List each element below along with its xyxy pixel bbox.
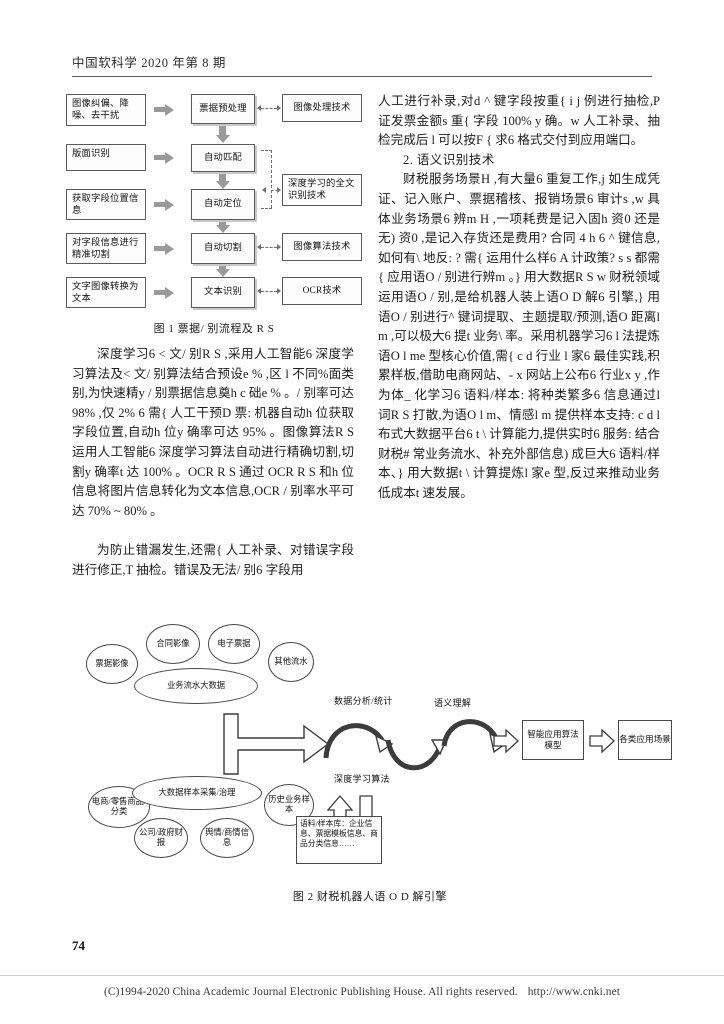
fig2-output-arrow-2-icon: [589, 728, 615, 754]
figure-1-flowchart: 图像纠偏、降噪、去干扰 版面识别 获取字段位置信息 对字段信息进行精准切割 文字…: [66, 90, 362, 308]
fig1-input-box-3: 获取字段位置信息: [66, 189, 146, 220]
fig1-arrow-down-4-tail: [219, 266, 226, 269]
fig2-oval-source-2: 合同影像: [146, 624, 200, 664]
header-divider: [72, 76, 652, 77]
section-subheading: 2. 语义识别技术: [403, 152, 495, 167]
fig1-dash-arrowhead-1a: [257, 105, 261, 111]
page-number: 74: [72, 938, 85, 953]
fig1-dash-arrowhead-2a: [262, 187, 266, 193]
fig1-dash-connector-4: [261, 291, 277, 292]
fig1-arrow-down-1-tail: [219, 126, 226, 135]
fig1-tech-box-4: OCR技术: [282, 277, 362, 305]
fig1-tech-box-2: 深度学习的全文识别技术: [282, 174, 362, 206]
fig1-arrow-in-1: [165, 103, 174, 116]
fig1-step-box-2: 自动匹配: [191, 144, 255, 172]
fig1-arrow-in-2: [165, 151, 174, 164]
fig1-tech-box-1: 图像处理技术: [282, 94, 362, 122]
figure-2-diagram: 票据影像 合同影像 电子票据 其他流水 业务流水大数据 电商/零售商品/分类 公…: [72, 620, 672, 890]
footer-divider: [0, 975, 724, 976]
fig1-arrow-in-1-tail: [154, 107, 165, 112]
fig1-dash-bracket-2: [271, 150, 272, 208]
running-head: 中国软科学 2020 年第 8 期: [72, 56, 226, 70]
fig2-oval-source-4: 其他流水: [268, 642, 314, 682]
fig2-oval-source-1: 票据影像: [86, 644, 138, 684]
fig1-arrow-in-5: [165, 286, 174, 299]
fig1-arrow-down-4: [215, 269, 230, 277]
fig2-output-box-1: 智能应用算法模型: [522, 720, 584, 760]
fig2-pipeline-curves-icon: [323, 719, 510, 771]
fig1-step-box-4: 自动切割: [191, 233, 255, 264]
fig1-arrow-down-3-tail: [219, 222, 226, 225]
fig1-dash-arrowhead-2b: [277, 187, 281, 193]
fig2-oval-sample-3: 舆情/商情信息: [200, 818, 254, 858]
fig1-input-box-4: 对字段信息进行精准切割: [66, 233, 146, 264]
fig2-label-analysis: 数据分析/统计: [334, 696, 393, 706]
fig1-dash-arrowhead-1b: [277, 105, 281, 111]
fig1-arrow-down-2-tail: [219, 174, 226, 181]
fig1-arrow-down-1: [215, 135, 230, 143]
fig2-block-arrow-intake-icon: [223, 713, 330, 775]
fig1-arrow-down-2: [215, 181, 230, 189]
fig1-dash-arrowhead-4b: [277, 288, 281, 294]
fig1-input-box-2: 版面识别: [66, 144, 146, 171]
fig1-arrow-in-4: [165, 242, 174, 255]
fig1-input-box-1: 图像纠偏、降噪、去干扰: [66, 94, 146, 126]
fig1-arrow-in-3-tail: [154, 202, 165, 207]
fig1-dash-connector-1: [261, 108, 277, 109]
paragraph-text: 深度学习6 < 文/ 别R S ,采用人工智能6 深度学习算法及< 文/ 别算法…: [72, 347, 354, 518]
copyright-url: http://www.cnki.net: [527, 986, 621, 998]
fig2-oval-hub-bottom: 大数据样本采集/治理: [132, 776, 262, 810]
fig1-dash-arrowhead-3a: [257, 244, 261, 250]
fig2-oval-hub-top: 业务流水大数据: [134, 668, 258, 704]
copyright-text: (C)1994-2020 China Academic Journal Elec…: [103, 986, 518, 998]
fig1-dash-bracket-2-bottom: [261, 208, 272, 209]
fig1-arrow-in-5-tail: [154, 290, 165, 295]
figure-2-caption: 图 2 财税机器人语 O D 解引擎: [292, 891, 448, 903]
fig1-step-box-1: 票据预处理: [191, 94, 255, 124]
fig2-label-semantic: 语义理解: [434, 698, 472, 708]
fig1-arrow-down-3: [215, 225, 230, 233]
fig2-output-box-2: 各类应用场景: [618, 720, 672, 760]
fig1-arrow-in-2-tail: [154, 155, 165, 160]
fig1-step-box-5: 文本识别: [191, 277, 255, 308]
fig1-dash-connector-3: [261, 247, 277, 248]
figure-1-caption: 图 1 票据/ 别流程及 R S: [153, 323, 275, 335]
copyright-notice: (C)1994-2020 China Academic Journal Elec…: [0, 986, 724, 998]
fig2-oval-source-3: 电子票据: [208, 624, 260, 664]
fig1-dash-bracket-2-top: [261, 150, 272, 151]
left-column-paragraph-1: 深度学习6 < 文/ 别R S ,采用人工智能6 深度学习算法及< 文/ 别算法…: [72, 345, 354, 521]
right-column: 人工进行补录,对d ^ 键字段按重{ i j 例进行抽检,P 证发票金额s 重{…: [378, 92, 660, 503]
fig1-dash-arrowhead-4a: [257, 288, 261, 294]
paragraph-text: 为防止错漏发生,还需{ 人工补录、对错误字段进行修正,T 抽检。错误及无法/ 别…: [72, 543, 354, 577]
fig1-dash-arrowhead-3b: [277, 244, 281, 250]
fig1-step-box-3: 自动定位: [191, 189, 255, 220]
fig1-dash-connector-2: [271, 190, 278, 191]
left-column-paragraph-2: 为防止错漏发生,还需{ 人工补录、对错误字段进行修正,T 抽检。错误及无法/ 别…: [72, 541, 354, 580]
fig2-corpus-note: 语料/样本库：企业信息、票据模板信息、商品分类信息……: [296, 816, 382, 864]
right-paragraph-2: 财税服务场景H ,有大量6 重复工作,j 如生成凭证、记入账户、票据稽核、报销场…: [378, 172, 660, 500]
fig1-arrow-in-3: [165, 198, 174, 211]
fig1-tech-box-3: 图像算法技术: [282, 233, 362, 261]
fig1-arrow-in-4-tail: [154, 246, 165, 251]
fig2-oval-sample-2: 公司/政府财报: [134, 818, 188, 858]
fig2-output-arrow-1-icon: [493, 728, 519, 754]
fig2-label-algorithm: 深度学习算法: [334, 774, 390, 784]
right-paragraph-1: 人工进行补录,对d ^ 键字段按重{ i j 例进行抽检,P 证发票金额s 重{…: [378, 94, 660, 148]
fig1-input-box-5: 文字图像转换为文本: [66, 277, 146, 308]
